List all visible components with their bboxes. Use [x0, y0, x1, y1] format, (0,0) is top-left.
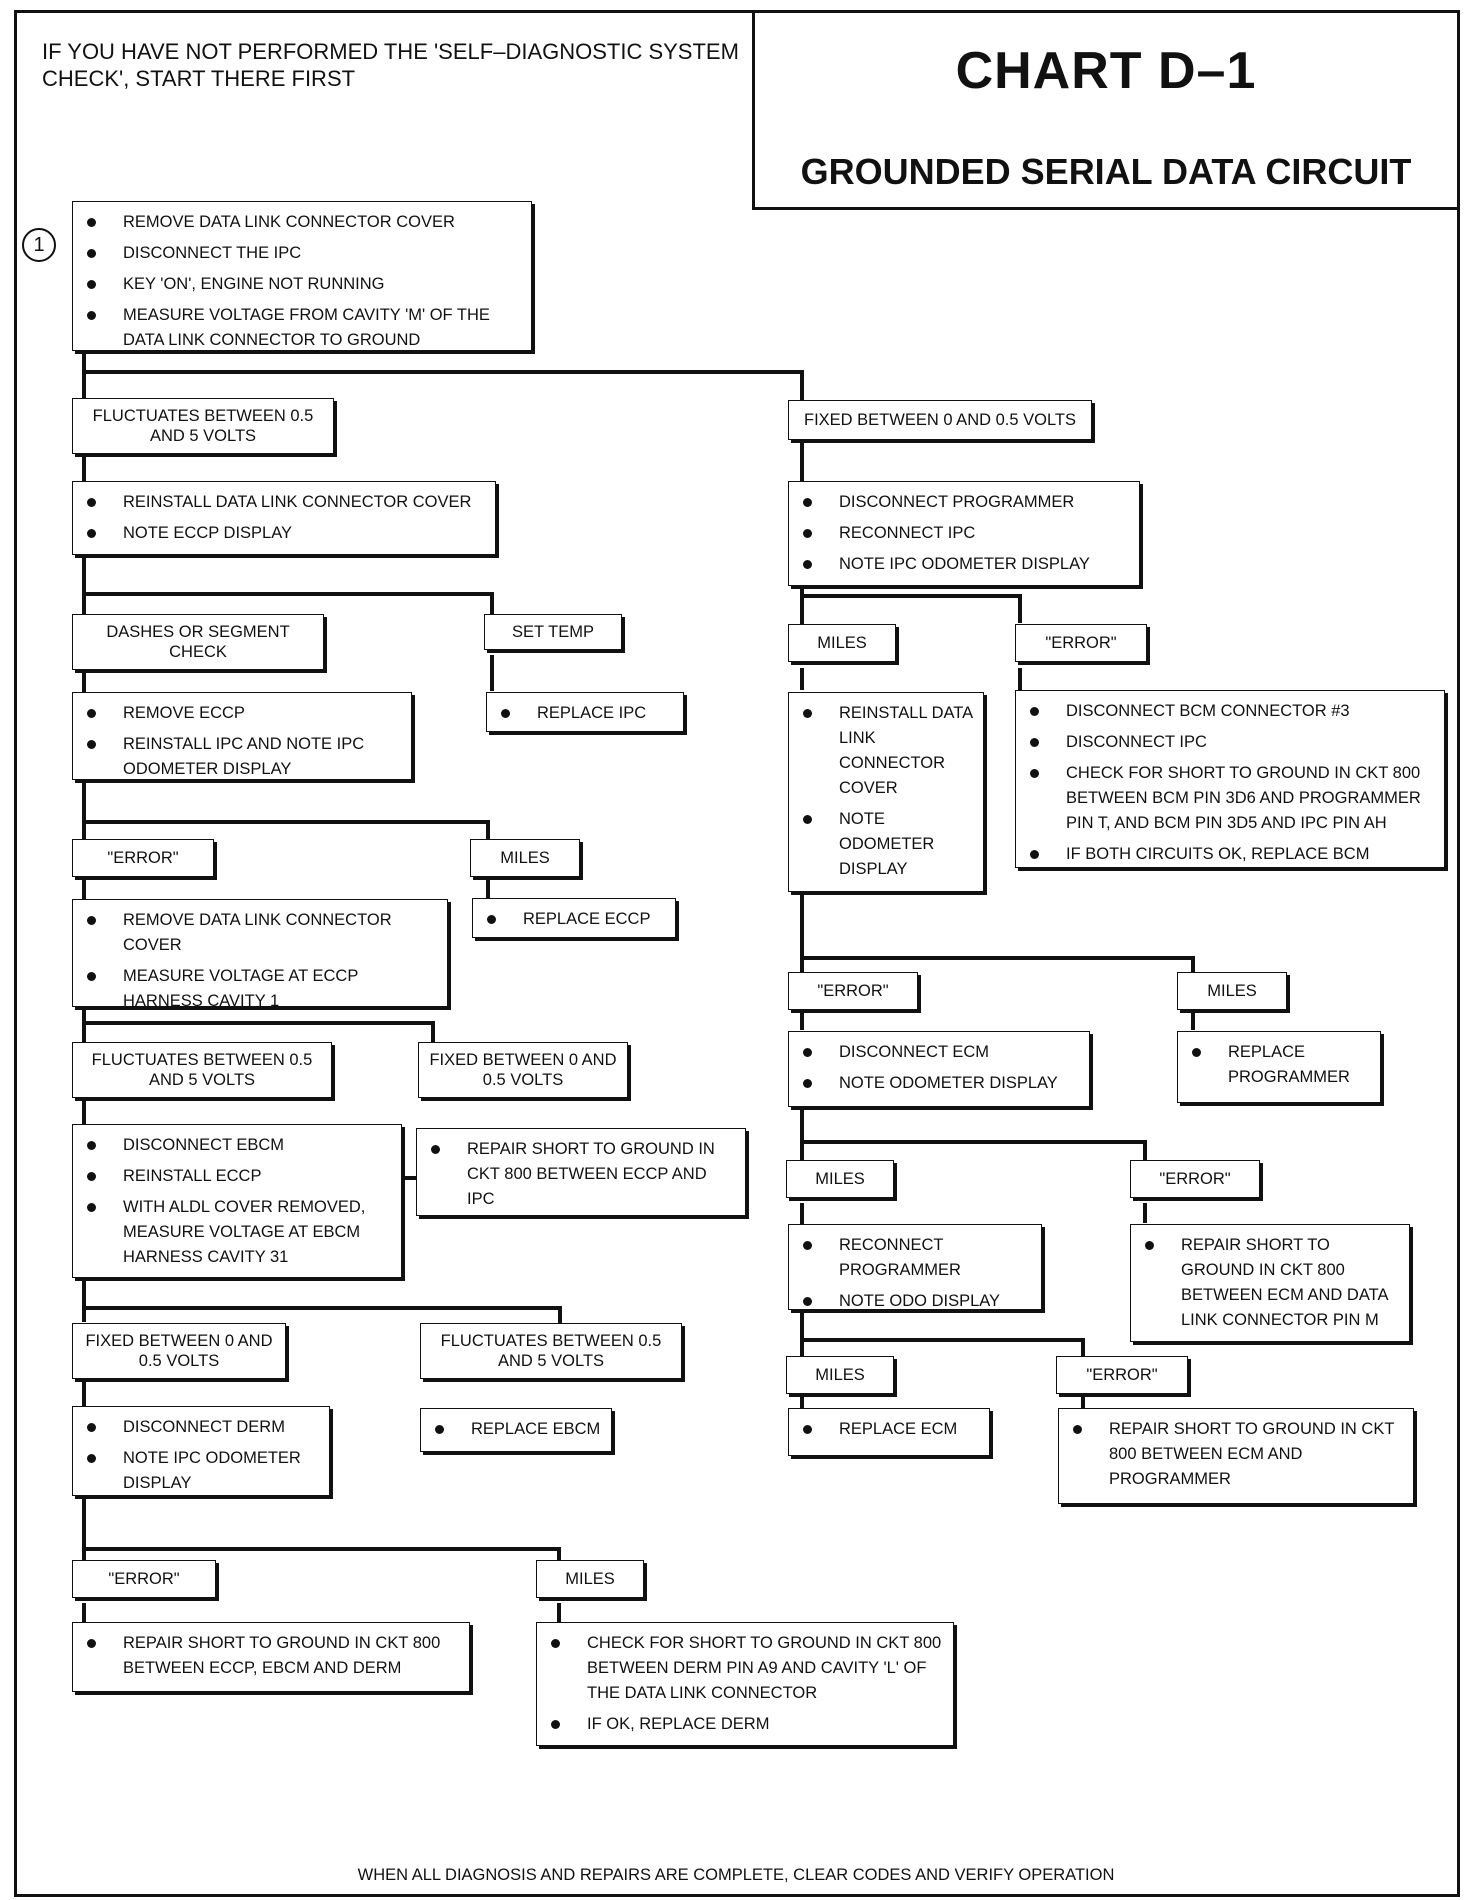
result-fluctuates-3: FLUCTUATES BETWEEN 0.5 AND 5 VOLTS	[420, 1323, 682, 1379]
result-miles-1: MILES	[788, 624, 896, 662]
list-item: DISCONNECT BCM CONNECTOR #3	[1028, 699, 1434, 724]
list-item: REPAIR SHORT TO GROUND IN CKT 800 BETWEE…	[429, 1137, 735, 1212]
page-border	[14, 10, 1460, 1897]
repair-ecm-dlc: REPAIR SHORT TO GROUND IN CKT 800 BETWEE…	[1130, 1224, 1410, 1342]
result-fluctuates-2: FLUCTUATES BETWEEN 0.5 AND 5 VOLTS	[72, 1042, 332, 1098]
list-item: REPAIR SHORT TO GROUND IN CKT 800 BETWEE…	[1143, 1233, 1399, 1333]
list-item: REPAIR SHORT TO GROUND IN CKT 800 BETWEE…	[85, 1631, 459, 1681]
disconnect-derm: DISCONNECT DERM NOTE IPC ODOMETER DISPLA…	[72, 1406, 330, 1496]
list-item: REPLACE IPC	[499, 701, 673, 726]
list-item: DISCONNECT THE IPC	[85, 241, 521, 266]
list-item: REPLACE PROGRAMMER	[1190, 1040, 1370, 1090]
list-item: RECONNECT IPC	[801, 521, 1129, 546]
replace-eccp: REPLACE ECCP	[472, 898, 676, 938]
result-dashes: DASHES OR SEGMENT CHECK	[72, 614, 324, 670]
list-item: IF BOTH CIRCUITS OK, REPLACE BCM	[1028, 842, 1434, 867]
footer-note: WHEN ALL DIAGNOSIS AND REPAIRS ARE COMPL…	[357, 1866, 1115, 1884]
chart-subtitle: GROUNDED SERIAL DATA CIRCUIT	[800, 151, 1412, 192]
result-fluctuates-1: FLUCTUATES BETWEEN 0.5 AND 5 VOLTS	[72, 398, 334, 454]
list-item: NOTE IPC ODOMETER DISPLAY	[801, 552, 1129, 577]
list-item: REINSTALL DATA LINK CONNECTOR COVER	[801, 701, 973, 801]
result-fixed-1: FIXED BETWEEN 0 AND 0.5 VOLTS	[788, 400, 1092, 440]
result-error-3: "ERROR"	[1130, 1160, 1260, 1198]
intro-note: IF YOU HAVE NOT PERFORMED THE 'SELF–DIAG…	[42, 39, 739, 91]
list-item: REMOVE DATA LINK CONNECTOR COVER	[85, 210, 521, 235]
list-item: NOTE ODO DISPLAY	[801, 1289, 1031, 1314]
step-marker: 1	[22, 228, 56, 262]
list-item: IF OK, REPLACE DERM	[549, 1712, 943, 1737]
disconnect-ebcm: DISCONNECT EBCM REINSTALL ECCP WITH ALDL…	[72, 1124, 402, 1278]
list-item: REMOVE DATA LINK CONNECTOR COVER	[85, 908, 437, 958]
repair-ecm-programmer: REPAIR SHORT TO GROUND IN CKT 800 BETWEE…	[1058, 1408, 1414, 1504]
list-item: REINSTALL DATA LINK CONNECTOR COVER	[85, 490, 485, 515]
check-derm-circuit: CHECK FOR SHORT TO GROUND IN CKT 800 BET…	[536, 1622, 954, 1746]
list-item: DISCONNECT IPC	[1028, 730, 1434, 755]
result-fixed-2: FIXED BETWEEN 0 AND 0.5 VOLTS	[418, 1042, 628, 1098]
list-item: REMOVE ECCP	[85, 701, 401, 726]
measure-eccp-cavity: REMOVE DATA LINK CONNECTOR COVER MEASURE…	[72, 899, 448, 1010]
start-instructions: REMOVE DATA LINK CONNECTOR COVER DISCONN…	[72, 201, 532, 351]
list-item: CHECK FOR SHORT TO GROUND IN CKT 800 BET…	[549, 1631, 943, 1706]
result-fixed-3: FIXED BETWEEN 0 AND 0.5 VOLTS	[72, 1323, 286, 1379]
replace-ipc: REPLACE IPC	[486, 692, 684, 732]
result-miles-4-left: MILES	[536, 1560, 644, 1598]
list-item: NOTE ECCP DISPLAY	[85, 521, 485, 546]
list-item: REINSTALL ECCP	[85, 1164, 391, 1189]
list-item: REPLACE ECCP	[485, 907, 665, 932]
result-error-4-right: "ERROR"	[1056, 1356, 1188, 1394]
list-item: NOTE ODOMETER DISPLAY	[801, 1071, 1079, 1096]
repair-eccp-ebcm-derm: REPAIR SHORT TO GROUND IN CKT 800 BETWEE…	[72, 1622, 470, 1692]
list-item: REPAIR SHORT TO GROUND IN CKT 800 BETWEE…	[1071, 1417, 1403, 1492]
reconnect-programmer: RECONNECT PROGRAMMER NOTE ODO DISPLAY	[788, 1224, 1042, 1310]
list-item: REPLACE ECM	[801, 1417, 979, 1442]
list-item: CHECK FOR SHORT TO GROUND IN CKT 800 BET…	[1028, 761, 1434, 836]
list-item: NOTE ODOMETER DISPLAY	[801, 807, 973, 882]
result-error-2-left: "ERROR"	[72, 839, 214, 877]
disconnect-ecm: DISCONNECT ECM NOTE ODOMETER DISPLAY	[788, 1031, 1090, 1107]
reinstall-dlc-cover: REINSTALL DATA LINK CONNECTOR COVER NOTE…	[72, 481, 496, 555]
list-item: KEY 'ON', ENGINE NOT RUNNING	[85, 272, 521, 297]
result-miles-4-right: MILES	[786, 1356, 894, 1394]
result-error-4-left: "ERROR"	[72, 1560, 216, 1598]
list-item: DISCONNECT ECM	[801, 1040, 1079, 1065]
reinstall-dlc-note-odometer: REINSTALL DATA LINK CONNECTOR COVER NOTE…	[788, 692, 984, 892]
title-block: CHART D–1 GROUNDED SERIAL DATA CIRCUIT	[752, 10, 1460, 210]
list-item: REINSTALL IPC AND NOTE IPC ODOMETER DISP…	[85, 732, 401, 782]
replace-ebcm: REPLACE EBCM	[420, 1408, 612, 1452]
repair-eccp-ipc: REPAIR SHORT TO GROUND IN CKT 800 BETWEE…	[416, 1128, 746, 1216]
chart-title: CHART D–1	[955, 42, 1257, 100]
result-miles-3: MILES	[786, 1160, 894, 1198]
list-item: MEASURE VOLTAGE AT ECCP HARNESS CAVITY 1	[85, 964, 437, 1014]
list-item: DISCONNECT EBCM	[85, 1133, 391, 1158]
result-miles-2-left: MILES	[470, 839, 580, 877]
result-set-temp: SET TEMP	[484, 614, 622, 650]
list-item: DISCONNECT PROGRAMMER	[801, 490, 1129, 515]
list-item: REPLACE EBCM	[433, 1417, 601, 1442]
result-error-1: "ERROR"	[1015, 624, 1147, 662]
replace-ecm: REPLACE ECM	[788, 1408, 990, 1456]
list-item: MEASURE VOLTAGE FROM CAVITY 'M' OF THE D…	[85, 303, 521, 353]
result-error-2-right: "ERROR"	[788, 972, 918, 1010]
list-item: RECONNECT PROGRAMMER	[801, 1233, 1031, 1283]
result-miles-2-right: MILES	[1177, 972, 1287, 1010]
disconnect-programmer: DISCONNECT PROGRAMMER RECONNECT IPC NOTE…	[788, 481, 1140, 586]
list-item: DISCONNECT DERM	[85, 1415, 319, 1440]
list-item: WITH ALDL COVER REMOVED, MEASURE VOLTAGE…	[85, 1195, 391, 1270]
disconnect-bcm: DISCONNECT BCM CONNECTOR #3 DISCONNECT I…	[1015, 690, 1445, 868]
list-item: NOTE IPC ODOMETER DISPLAY	[85, 1446, 319, 1496]
remove-eccp: REMOVE ECCP REINSTALL IPC AND NOTE IPC O…	[72, 692, 412, 780]
replace-programmer: REPLACE PROGRAMMER	[1177, 1031, 1381, 1103]
